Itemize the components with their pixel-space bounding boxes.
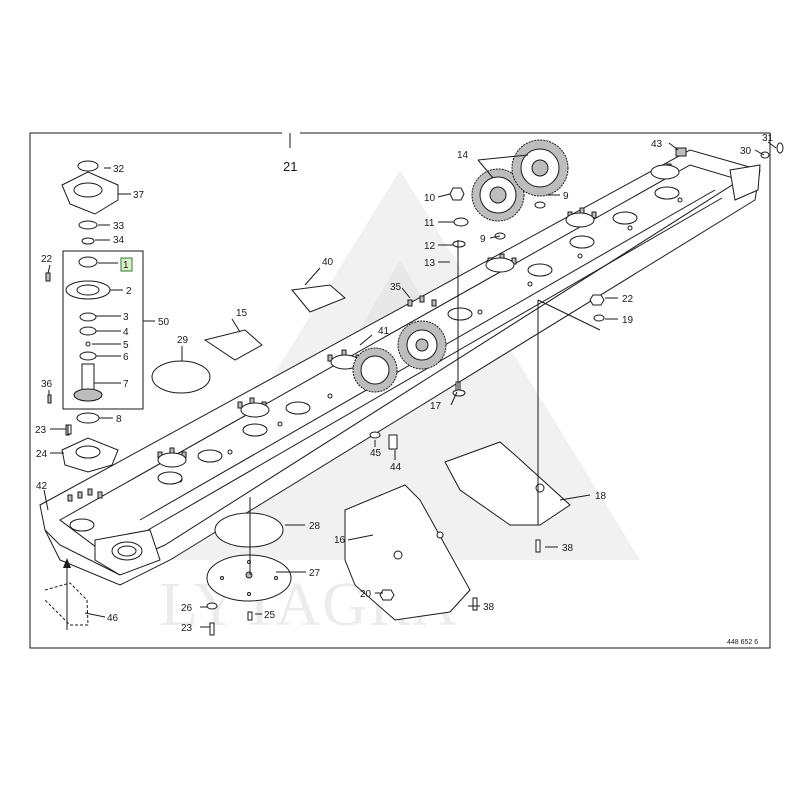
cover-plate xyxy=(206,554,292,602)
outline-46 xyxy=(44,582,89,626)
callout-45: 45 xyxy=(370,448,382,459)
o-rings xyxy=(151,360,284,548)
callout-3: 3 xyxy=(123,312,129,323)
gear-train xyxy=(352,139,569,393)
callout-16: 16 xyxy=(334,535,346,546)
assembly-number: 21 xyxy=(283,159,297,174)
callout-34: 34 xyxy=(113,235,125,246)
fasteners xyxy=(67,142,784,636)
drawing-frame xyxy=(29,132,771,649)
callout-26: 26 xyxy=(181,603,193,614)
callout-2: 2 xyxy=(126,286,132,297)
callout-5: 5 xyxy=(123,340,129,351)
callout-4: 4 xyxy=(123,327,129,338)
callout-35: 35 xyxy=(390,282,402,293)
callout-1: 1 xyxy=(123,260,129,271)
callout-46: 46 xyxy=(107,613,119,624)
callout-29: 29 xyxy=(177,335,189,346)
guards xyxy=(203,284,346,361)
highlighted-part-marker xyxy=(120,257,133,272)
drive-stack-parts xyxy=(45,160,144,473)
callout-20: 20 xyxy=(360,589,372,600)
callout-40: 40 xyxy=(322,257,334,268)
callout-32: 32 xyxy=(113,164,125,175)
hub-rings xyxy=(157,164,680,468)
callout-27: 27 xyxy=(309,568,321,579)
callout-11: 11 xyxy=(424,218,435,229)
callout-14: 14 xyxy=(457,150,469,161)
callout-22-right: 22 xyxy=(622,294,634,305)
callout-37: 37 xyxy=(133,190,145,201)
callout-28: 28 xyxy=(309,521,321,532)
disc-seats xyxy=(69,186,680,532)
callout-15: 15 xyxy=(236,308,248,319)
callout-18: 18 xyxy=(595,491,607,502)
callout-9-left: 9 xyxy=(480,234,486,245)
callout-9-right: 9 xyxy=(563,191,569,202)
callout-25: 25 xyxy=(264,610,276,621)
callout-24: 24 xyxy=(36,449,48,460)
callout-7: 7 xyxy=(123,379,129,390)
shield-plates xyxy=(344,441,571,621)
callout-38-upper: 38 xyxy=(562,543,574,554)
callout-17: 17 xyxy=(430,401,442,412)
callout-33: 33 xyxy=(113,221,125,232)
callout-31: 31 xyxy=(762,133,774,144)
callout-labels: 21 32 37 33 34 1 2 3 4 5 6 7 8 50 22 36 … xyxy=(35,133,774,646)
callout-44: 44 xyxy=(390,462,402,473)
callout-19: 19 xyxy=(622,315,634,326)
callout-41: 41 xyxy=(378,326,390,337)
callout-10: 10 xyxy=(424,193,436,204)
callout-30: 30 xyxy=(740,146,752,157)
callout-42: 42 xyxy=(36,481,48,492)
callout-23-bottom: 23 xyxy=(181,623,193,634)
callout-23-top: 23 xyxy=(35,425,47,436)
callout-38-lower: 38 xyxy=(483,602,495,613)
callout-36: 36 xyxy=(41,379,53,390)
leader-lines xyxy=(43,141,777,630)
callout-12: 12 xyxy=(424,241,436,252)
callout-50: 50 xyxy=(158,317,170,328)
callout-6: 6 xyxy=(123,352,129,363)
callout-13: 13 xyxy=(424,258,436,269)
drawing-code: 448 652 6 xyxy=(727,639,758,646)
callout-43: 43 xyxy=(651,139,663,150)
callout-22-left: 22 xyxy=(41,254,53,265)
callout-8: 8 xyxy=(116,414,122,425)
